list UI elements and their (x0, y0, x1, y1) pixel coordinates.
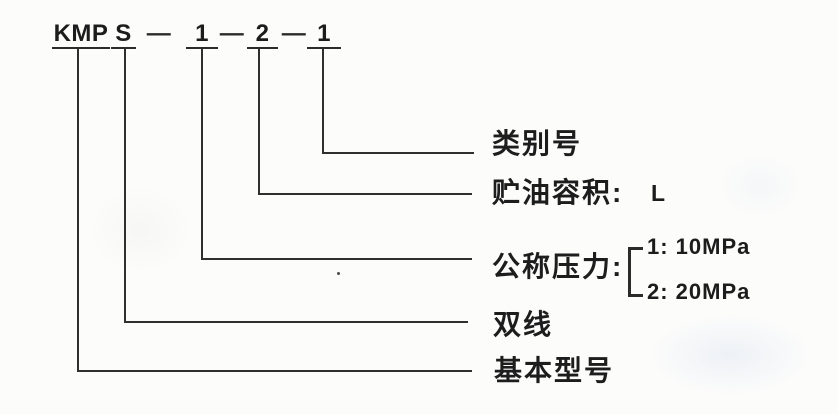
code-part-base-model: KMP (52, 20, 110, 49)
code-part-category: 1 (307, 20, 341, 49)
pressure-options-bracket (628, 247, 643, 297)
code-part-pressure: 1 (186, 20, 218, 49)
code-separator-dash: — (146, 20, 172, 47)
scan-ghost-artifact (700, 140, 820, 230)
label-category-number: 类别号 (492, 128, 583, 159)
leader-line-category-vertical (322, 48, 324, 154)
code-separator-dash: — (281, 20, 307, 47)
value-oil-storage-volume-unit: L (651, 180, 666, 206)
code-part-volume: 2 (247, 20, 278, 49)
code-part-line-type: S (111, 20, 136, 49)
pressure-option-1: 1: 10MPa (647, 234, 751, 259)
pressure-option-2: 2: 20MPa (647, 279, 751, 304)
label-nominal-pressure: 公称压力: (492, 251, 624, 282)
scan-ghost-artifact (70, 170, 210, 290)
leader-line-volume-horizontal (258, 193, 472, 195)
leader-line-category-horizontal (322, 152, 474, 154)
leader-line-base-model-horizontal (77, 370, 472, 372)
label-oil-storage-volume: 贮油容积: (492, 177, 624, 208)
leader-line-line-type-horizontal (124, 321, 468, 323)
leader-line-volume-vertical (258, 48, 260, 195)
scan-ghost-artifact (620, 300, 838, 410)
leader-line-pressure-vertical (201, 48, 203, 260)
leader-line-pressure-horizontal (201, 258, 472, 260)
label-basic-model: 基本型号 (494, 355, 615, 386)
code-separator-dash: — (219, 20, 245, 47)
label-double-line: 双线 (493, 309, 554, 340)
scan-speck (337, 272, 340, 275)
leader-line-line-type-vertical (124, 48, 126, 323)
leader-line-base-model-vertical (77, 48, 79, 372)
